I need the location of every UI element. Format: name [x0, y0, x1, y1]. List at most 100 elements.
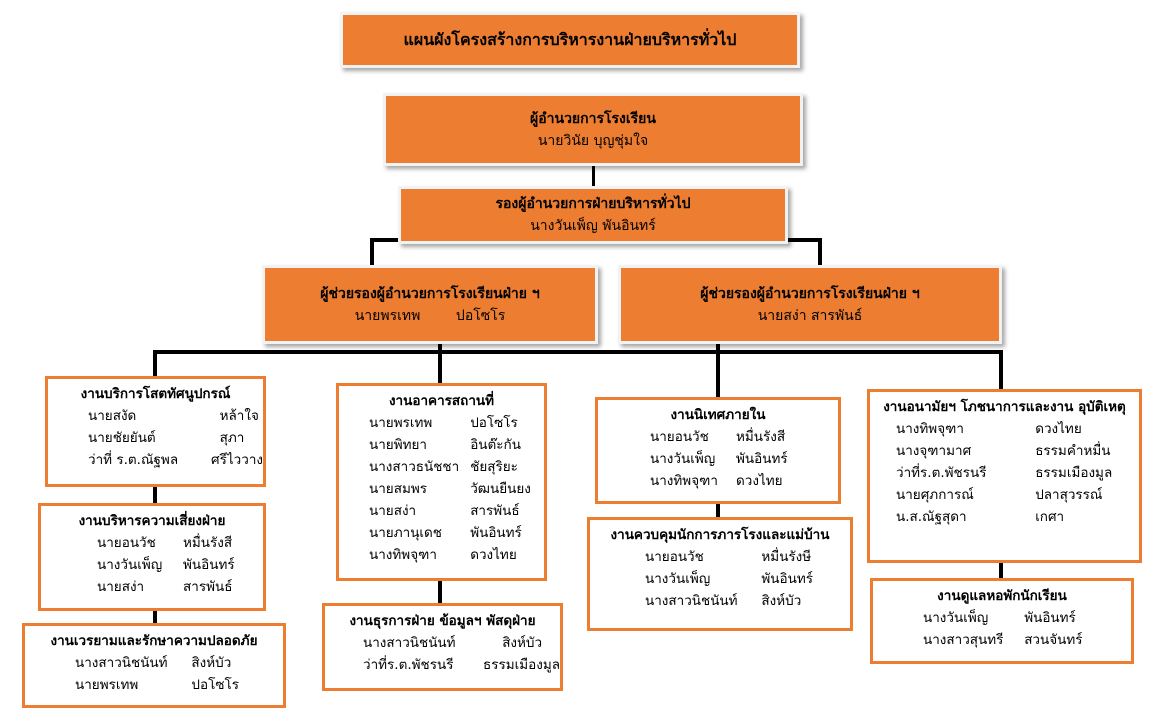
member-first-name: น.ส.ณัฐสุดา	[896, 509, 967, 525]
member-surname: หมื่นรังสี	[183, 535, 233, 551]
member-row: นางสาวธนัชชา ชัยสุริยะ	[339, 456, 544, 478]
chart-title: แผนผังโครงสร้างการบริหารงานฝ่ายบริหารทั่…	[340, 12, 800, 68]
member-first-name: ว่าที่ ร.ต.ณัฐพล	[88, 452, 179, 468]
unit-box: งานนิเทศภายในนายอนวัช หมื่นรังสีนางวันเพ็…	[595, 397, 841, 504]
member-first-name: นางจุฑามาศ	[896, 443, 972, 459]
member-first-name: ว่าที่ร.ต.พัชรนรี	[896, 465, 987, 481]
member-first-name: นางสาวนิชนันท์	[645, 593, 738, 609]
member-first-name: นายพรเทพ	[369, 415, 433, 431]
member-surname: พันอินทร์	[1024, 610, 1076, 626]
director-box: ผู้อำนวยการโรงเรียน นายวินัย บุญชุ่มใจ	[383, 93, 803, 166]
member-row: นางจุฑามาศ ธรรมคำหมื่น	[870, 440, 1139, 462]
member-first-name: นายศุภการณ์	[896, 487, 974, 503]
connector	[999, 562, 1003, 580]
member-surname: พันอินทร์	[736, 451, 788, 467]
member-surname: ปอโซโร	[191, 677, 239, 693]
member-first-name: นางวันเพ็ญ	[97, 557, 163, 573]
member-surname: สารพันธ์	[470, 503, 520, 519]
member-first-name: นายสมพร	[369, 481, 428, 497]
member-surname: หมื่นรังสี	[736, 429, 786, 445]
member-surname: ปอโซโร	[470, 415, 518, 431]
connector	[153, 350, 1003, 354]
member-surname: สิงห์บัว	[191, 655, 232, 671]
member-first-name: นางวันเพ็ญ	[650, 451, 716, 467]
unit-box: งานบริหารความเสี่ยงฝ่ายนายอนวัชหมื่นรังส…	[38, 503, 266, 611]
unit-box: งานอาคารสถานที่นายพรเทพปอโซโรนายพิทยาอิน…	[336, 383, 547, 581]
unit-title: งานอนามัยฯ โภชนาการและงาน อุบัติเหตุ	[883, 399, 1126, 415]
assistant-name: นายสง่า สารพันธ์	[757, 307, 863, 324]
member-row: นางสาวนิชนันท์ สิงห์บัว	[325, 632, 560, 654]
unit-title: งานบริหารความเสี่ยงฝ่าย	[78, 513, 226, 529]
unit-title: งานนิเทศภายใน	[670, 407, 766, 423]
member-row: นางทิพจุฑา ดวงไทย	[870, 418, 1139, 440]
member-row: นางวันเพ็ญ พันอินทร์	[598, 448, 838, 470]
member-surname: พันอินทร์	[761, 571, 814, 587]
member-surname: ดวงไทย	[1035, 421, 1082, 437]
member-row: น.ส.ณัฐสุดา เกศา	[870, 506, 1139, 528]
unit-box: งานอนามัยฯ โภชนาการและงาน อุบัติเหตุนางท…	[867, 389, 1142, 563]
unit-box: งานบริการโสตทัศนูปกรณ์นายสงัดหล้าใจนายชั…	[45, 376, 266, 487]
member-surname: เกศา	[1035, 509, 1065, 525]
member-surname: สารพันธ์	[183, 579, 233, 595]
member-row: นางสาวนิชนันท์สิงห์บัว	[590, 590, 850, 612]
member-surname: อินต๊ะกัน	[470, 437, 521, 453]
member-first-name: นางสาวสุนทรี	[923, 632, 1004, 648]
member-row: นางสาวสุนทรี สวนจันทร์	[873, 629, 1131, 651]
member-row: นายสงัดหล้าใจ	[48, 405, 263, 427]
member-first-name: นายชัยยันต์	[88, 430, 156, 446]
member-row: นางวันเพ็ญพันอินทร์	[590, 568, 850, 590]
connector	[592, 165, 595, 187]
member-row: นายอนวัชหมื่นรังสี	[41, 532, 263, 554]
member-surname: ชัยสุริยะ	[470, 459, 518, 475]
member-row: นางวันเพ็ญ พันอินทร์	[873, 607, 1131, 629]
member-surname: สวนจันทร์	[1024, 632, 1083, 648]
member-row: นายอนวัช หมื่นรังสี	[598, 426, 838, 448]
member-surname: พันอินทร์	[183, 557, 235, 573]
unit-box: งานเวรยามและรักษาความปลอดภัยนางสาวนิชนัน…	[22, 623, 286, 708]
deputy-role: รองผู้อำนวยการฝ่ายบริหารทั่วไป	[495, 196, 691, 212]
member-surname: ธรรมคำหมื่น	[1035, 443, 1111, 459]
member-first-name: นางทิพจุฑา	[896, 421, 964, 437]
title-text: แผนผังโครงสร้างการบริหารงานฝ่ายบริหารทั่…	[403, 30, 737, 49]
connector	[818, 238, 822, 266]
member-first-name: นางวันเพ็ญ	[923, 610, 989, 626]
member-row: นางทิพจุฑาดวงไทย	[339, 544, 544, 566]
member-first-name: นางสาวธนัชชา	[369, 459, 460, 475]
member-first-name: นายสง่า	[97, 579, 145, 595]
member-first-name: นายอนวัช	[650, 429, 709, 445]
member-surname: พันอินทร์	[470, 525, 522, 541]
member-first-name: นางทิพจุฑา	[650, 473, 718, 489]
member-first-name: ว่าที่ร.ต.พัชรนรี	[363, 657, 454, 673]
connector	[716, 503, 720, 519]
member-first-name: นายสง่า	[369, 503, 417, 519]
director-name: นายวินัย บุญชุ่มใจ	[537, 132, 649, 149]
assistant-box-right: ผู้ช่วยรองผู้อำนวยการโรงเรียนฝ่าย ฯ นายส…	[618, 265, 1002, 344]
connector	[438, 343, 442, 385]
connector	[999, 350, 1003, 391]
member-row: นางวันเพ็ญ พันอินทร์	[41, 554, 263, 576]
connector	[716, 343, 720, 399]
member-surname: หมื่นรังษี	[761, 549, 812, 565]
unit-title: งานธุรการฝ่าย ข้อมูลฯ พัสดุฝ่าย	[349, 613, 536, 629]
assistant-box-left: ผู้ช่วยรองผู้อำนวยการโรงเรียนฝ่าย ฯ นายพ…	[262, 265, 598, 344]
member-first-name: นางสาวนิชนันท์	[363, 635, 456, 651]
member-row: นายอนวัช หมื่นรังษี	[590, 546, 850, 568]
member-surname: วัฒนยืนยง	[470, 481, 531, 497]
unit-box: งานดูแลหอพักนักเรียนนางวันเพ็ญพันอินทร์น…	[870, 578, 1134, 664]
member-surname: สิงห์บัว	[502, 635, 543, 651]
deputy-name: นางวันเพ็ญ พันอินทร์	[530, 218, 656, 234]
member-first-name: นายพรเทพ	[75, 677, 139, 693]
member-surname: ธรรมเมืองมูล	[482, 657, 560, 673]
member-row: นายสง่า สารพันธ์	[41, 576, 263, 598]
assistant-role: ผู้ช่วยรองผู้อำนวยการโรงเรียนฝ่าย ฯ	[320, 285, 540, 302]
member-row: นายพรเทพ ปอโซโร	[339, 412, 544, 434]
connector	[438, 580, 442, 605]
member-first-name: นายพิทยา	[369, 437, 428, 453]
member-first-name: นายอนวัช	[645, 549, 704, 565]
member-first-name: นางสาวนิชนันท์	[75, 655, 168, 671]
member-surname: ดวงไทย	[470, 547, 517, 563]
member-row: ว่าที่ร.ต.พัชรนรี ธรรมเมืองมูล	[325, 654, 560, 676]
member-row: นางสาวนิชนันท์ สิงห์บัว	[25, 652, 283, 674]
member-row: นายภานุเดชพันอินทร์	[339, 522, 544, 544]
member-row: นายสง่า สารพันธ์	[339, 500, 544, 522]
